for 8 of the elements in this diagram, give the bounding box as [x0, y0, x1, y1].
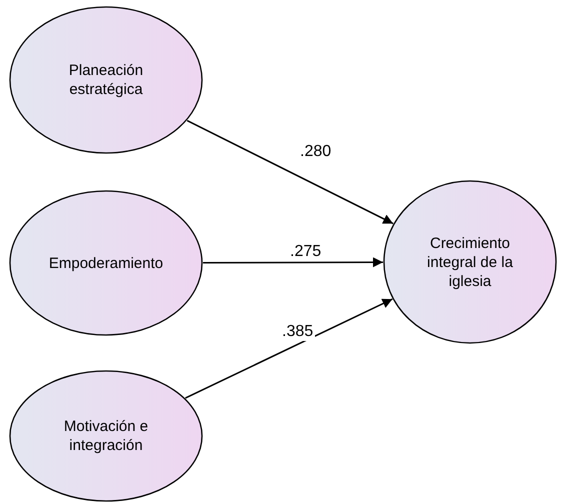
arrow [203, 257, 383, 268]
arrow [186, 120, 394, 224]
node-label: Motivación e integración [62, 417, 150, 455]
node-label: Crecimiento integral de la iglesia [426, 234, 514, 290]
arrow [185, 298, 393, 399]
edge-label: .385 [280, 323, 316, 341]
node-label: Planeación estratégica [68, 61, 144, 99]
node-label: Empoderamiento [48, 254, 164, 272]
